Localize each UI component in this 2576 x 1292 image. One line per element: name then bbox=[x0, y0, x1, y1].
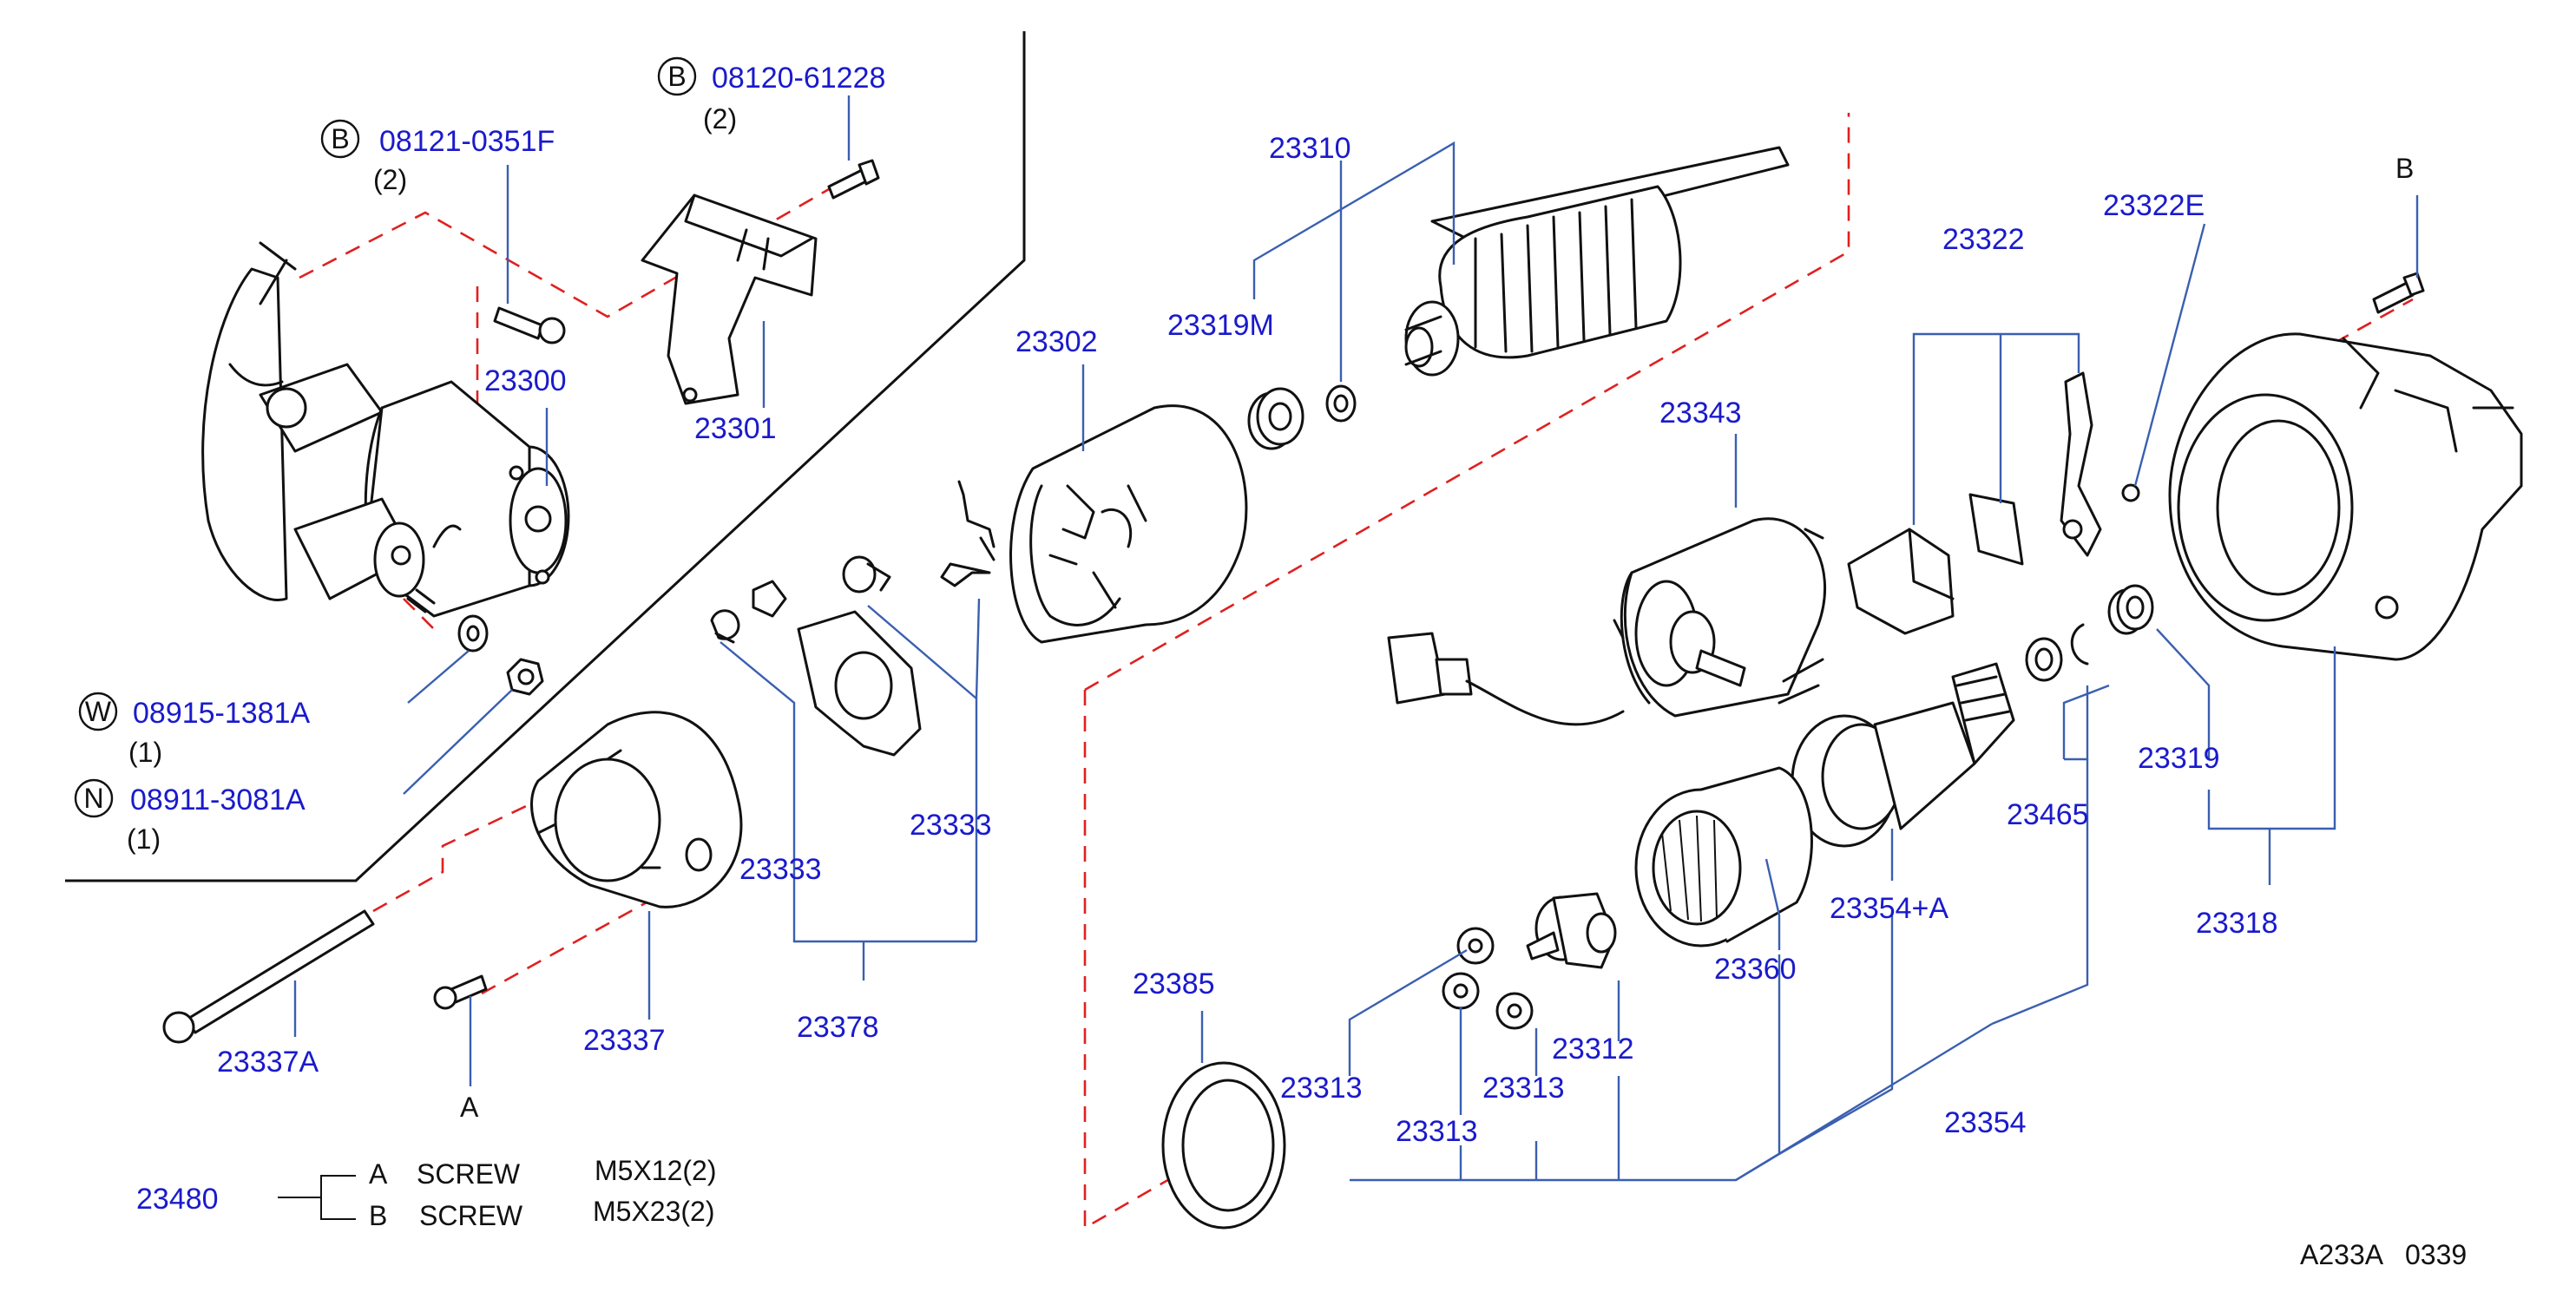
label-23300: 23300 bbox=[484, 364, 567, 397]
washer-08915 bbox=[457, 614, 489, 653]
solenoid-connector bbox=[1387, 632, 1625, 726]
part-number: 08915-1381A bbox=[133, 697, 311, 730]
brush-plate-23378 bbox=[797, 610, 922, 757]
bolt-08120-61228 bbox=[827, 159, 880, 200]
part-number: 08121-0351F bbox=[379, 125, 555, 158]
screw-size: M5X12(2) bbox=[595, 1155, 717, 1186]
screw-size: M5X23(2) bbox=[593, 1196, 715, 1227]
label-23385: 23385 bbox=[1133, 967, 1215, 1000]
quantity: (2) bbox=[703, 103, 737, 134]
bolt-08121-0351f bbox=[493, 306, 566, 344]
callout-letter: B bbox=[667, 61, 686, 92]
screw-letter: B bbox=[369, 1200, 387, 1231]
section-divider bbox=[65, 31, 1026, 882]
washer-23310 bbox=[1325, 384, 1357, 423]
screw-row-a: A SCREW M5X12(2) bbox=[369, 1155, 717, 1190]
callout-w-08915-1381a: W 08915-1381A (1) bbox=[78, 692, 311, 768]
screw-name: SCREW bbox=[417, 1158, 521, 1190]
label-23322: 23322 bbox=[1942, 223, 2025, 256]
nut-08911 bbox=[506, 658, 544, 696]
brush-leads-23302 bbox=[940, 480, 996, 587]
label-23354: 23354 bbox=[1944, 1106, 2027, 1139]
label-23313-a: 23313 bbox=[1280, 1072, 1363, 1105]
quantity: (1) bbox=[127, 823, 161, 855]
screw-letter: A bbox=[369, 1158, 388, 1190]
label-23319: 23319 bbox=[2138, 742, 2220, 775]
yoke-23302 bbox=[1009, 404, 1248, 644]
label-23312: 23312 bbox=[1552, 1033, 1634, 1066]
marker-b: B bbox=[2395, 153, 2414, 184]
planet-gear-23313c bbox=[1495, 992, 1534, 1030]
callout-letter: B bbox=[331, 123, 349, 154]
brush-23333-left bbox=[752, 580, 787, 618]
label-23301: 23301 bbox=[694, 412, 777, 445]
label-23480: 23480 bbox=[136, 1183, 219, 1216]
label-23337: 23337 bbox=[583, 1024, 666, 1057]
seal-23385 bbox=[1161, 1061, 1286, 1230]
bolt-b bbox=[2372, 272, 2425, 314]
housing-23318 bbox=[2168, 332, 2523, 661]
armature-23310 bbox=[1404, 146, 1790, 377]
label-23313-c: 23313 bbox=[1482, 1072, 1565, 1105]
solenoid-23343 bbox=[1613, 517, 1827, 718]
lever-plate-23322 bbox=[1968, 493, 2024, 566]
gear-housing-23360 bbox=[1634, 766, 1813, 948]
label-23302: 23302 bbox=[1015, 325, 1098, 358]
quantity: (1) bbox=[128, 737, 162, 768]
through-bolt-23337a bbox=[162, 909, 375, 1044]
label-23322e: 23322E bbox=[2103, 189, 2205, 222]
label-23343: 23343 bbox=[1659, 397, 1742, 430]
part-number: 08120-61228 bbox=[712, 62, 885, 95]
label-23333-right: 23333 bbox=[910, 809, 992, 842]
screw-row-b: B SCREW M5X23(2) bbox=[369, 1196, 715, 1231]
callout-b-08121-0351f: B 08121-0351F (2) bbox=[320, 119, 555, 195]
screw-name: SCREW bbox=[419, 1200, 523, 1231]
label-23360: 23360 bbox=[1714, 953, 1797, 986]
label-23313-b: 23313 bbox=[1396, 1115, 1478, 1148]
screw-table: 23480 A SCREW M5X12(2) B SCREW M5X23(2) bbox=[136, 1155, 717, 1231]
callout-letter: W bbox=[85, 696, 112, 727]
label-23465: 23465 bbox=[2007, 798, 2089, 831]
label-23310: 23310 bbox=[1269, 132, 1351, 165]
label-23354-a: 23354+A bbox=[1830, 892, 1948, 925]
label-23318: 23318 bbox=[2196, 907, 2278, 940]
leader-lines bbox=[293, 95, 2419, 1182]
callout-letter: N bbox=[83, 783, 103, 814]
diagram-code: A233A 0339 bbox=[2300, 1239, 2467, 1270]
label-23378: 23378 bbox=[797, 1011, 879, 1044]
bracket-23301 bbox=[641, 193, 818, 405]
spring-23333-left bbox=[710, 609, 740, 644]
quantity: (2) bbox=[373, 164, 407, 195]
callout-b-08120-61228: B 08120-61228 (2) bbox=[657, 56, 885, 134]
planet-carrier-23312 bbox=[1526, 892, 1617, 969]
planet-gear-23313b bbox=[1442, 972, 1480, 1010]
clutch-23354 bbox=[1791, 662, 2015, 848]
label-23333-left: 23333 bbox=[739, 853, 822, 886]
part-number: 08911-3081A bbox=[130, 784, 306, 817]
assembly-guides bbox=[299, 113, 2414, 1230]
bushing-23319 bbox=[2107, 584, 2154, 635]
part-labels: 23300 23301 23302 23310 23319M 23343 233… bbox=[217, 132, 2414, 1148]
lever-block-23322 bbox=[1847, 528, 1955, 635]
spring-23333-right bbox=[842, 555, 891, 594]
screw-a bbox=[433, 974, 488, 1010]
label-23337a: 23337A bbox=[217, 1046, 319, 1079]
rear-cover-23337 bbox=[530, 711, 743, 908]
marker-a: A bbox=[460, 1092, 479, 1123]
label-23319m: 23319M bbox=[1167, 309, 1274, 342]
planet-gear-23313a bbox=[1456, 927, 1495, 965]
callout-n-08911-3081a: N 08911-3081A (1) bbox=[74, 778, 306, 855]
shift-lever-23322 bbox=[2060, 371, 2102, 557]
ball-23322e bbox=[2121, 483, 2140, 502]
ring-23465 bbox=[2025, 623, 2089, 682]
starter-assembly bbox=[201, 241, 570, 618]
bearing-23319m bbox=[1247, 387, 1304, 450]
